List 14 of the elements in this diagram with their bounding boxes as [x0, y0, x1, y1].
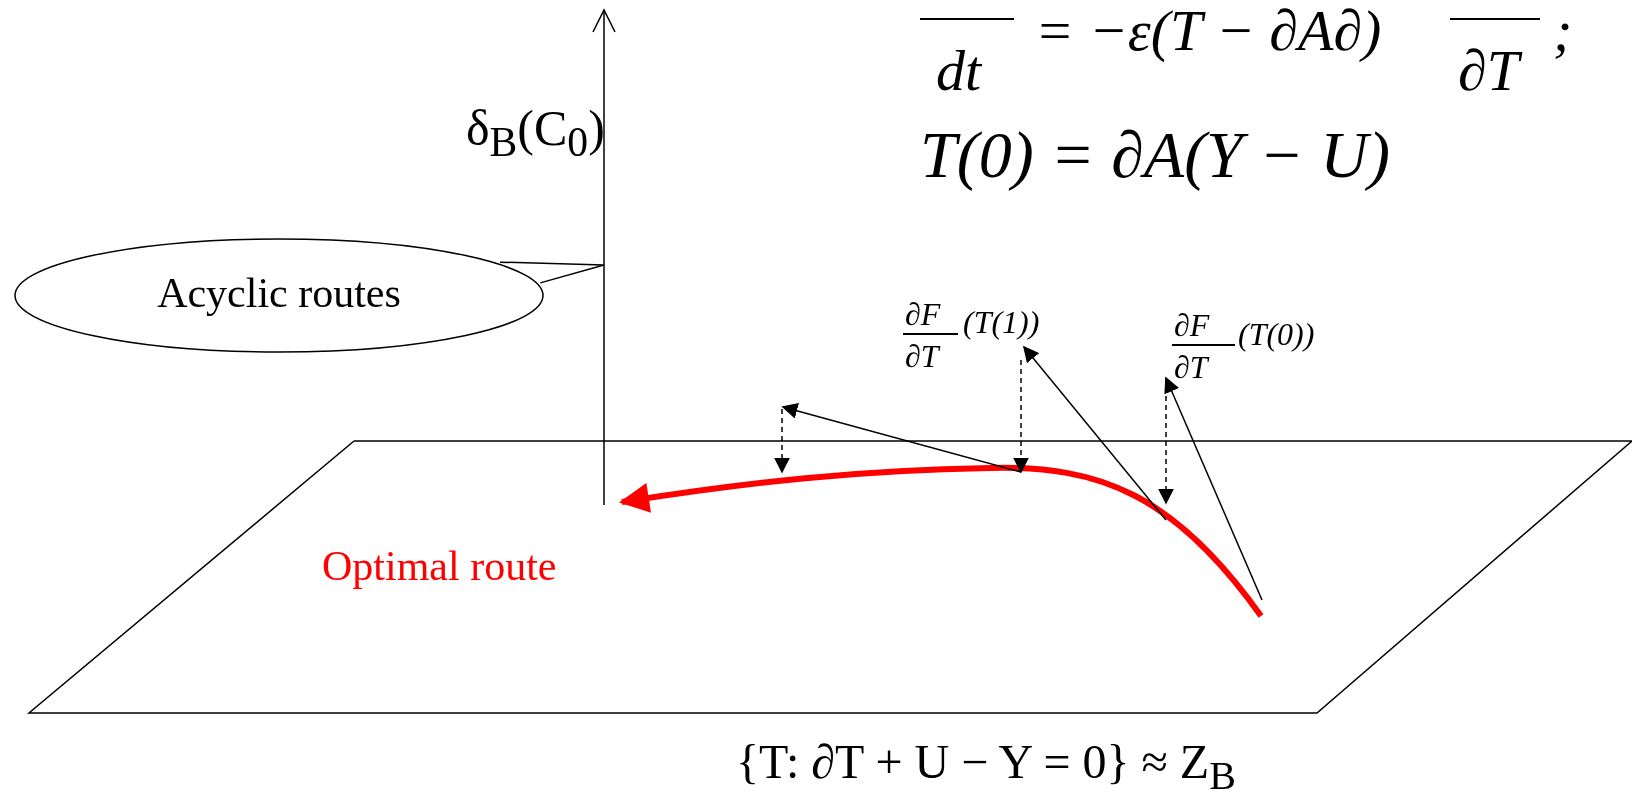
math-label: (T(1)): [963, 306, 1040, 338]
axis-label: δ$_{B}$(C$_{0}$): [466, 103, 605, 164]
math-label: ∂F: [1174, 309, 1210, 341]
equation-text: dt: [936, 42, 982, 100]
callout-text: Acyclic routes: [156, 272, 402, 315]
equation-text: = −ε(T − ∂A∂): [1035, 2, 1382, 60]
plane-label: {T: ∂T + U − Y = 0} ≈ Z$_{B}$: [736, 738, 1236, 796]
math-label: ∂F: [905, 298, 941, 330]
route-label: Optimal route: [322, 545, 557, 587]
speech-bubble: [14, 238, 605, 353]
math-label: ∂T: [1174, 351, 1208, 383]
math-label: (T(0)): [1238, 318, 1315, 350]
equation-text: ;: [1553, 2, 1573, 60]
math-label: ∂T: [905, 340, 939, 372]
